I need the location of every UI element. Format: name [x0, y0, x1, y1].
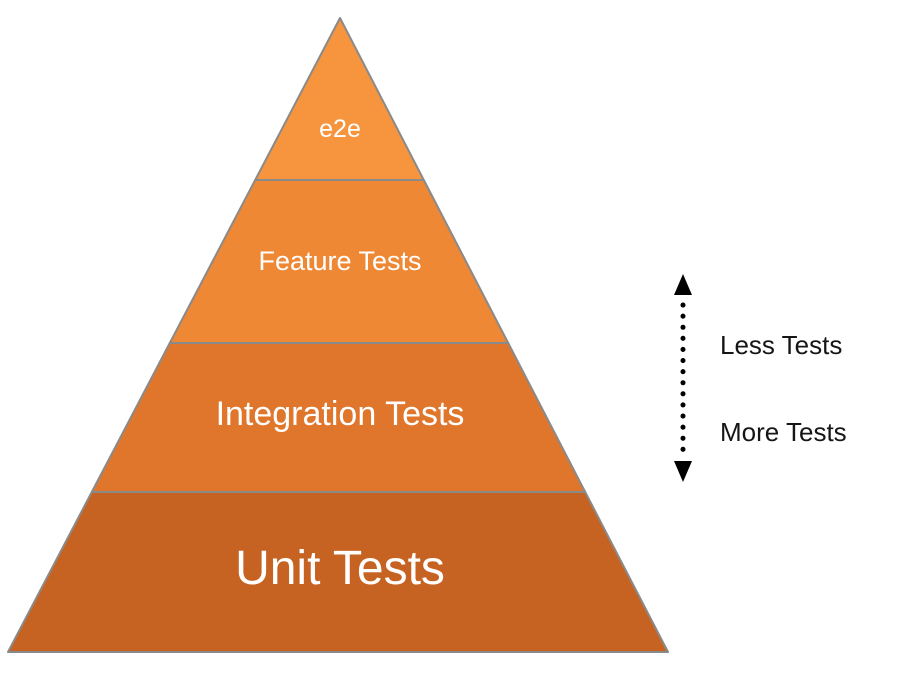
annotation-more-tests: More Tests [720, 417, 847, 447]
layer-label-integration-tests: Integration Tests [216, 395, 465, 433]
annotation-less-tests: Less Tests [720, 330, 842, 360]
layer-label-e2e: e2e [319, 115, 361, 143]
layer-label-unit-tests: Unit Tests [235, 542, 445, 595]
arrow-down-icon [674, 461, 692, 482]
layer-label-feature-tests: Feature Tests [258, 246, 421, 276]
less-more-arrow [674, 274, 692, 482]
arrow-up-icon [674, 274, 692, 295]
pyramid-layer-e2e [254, 17, 425, 181]
